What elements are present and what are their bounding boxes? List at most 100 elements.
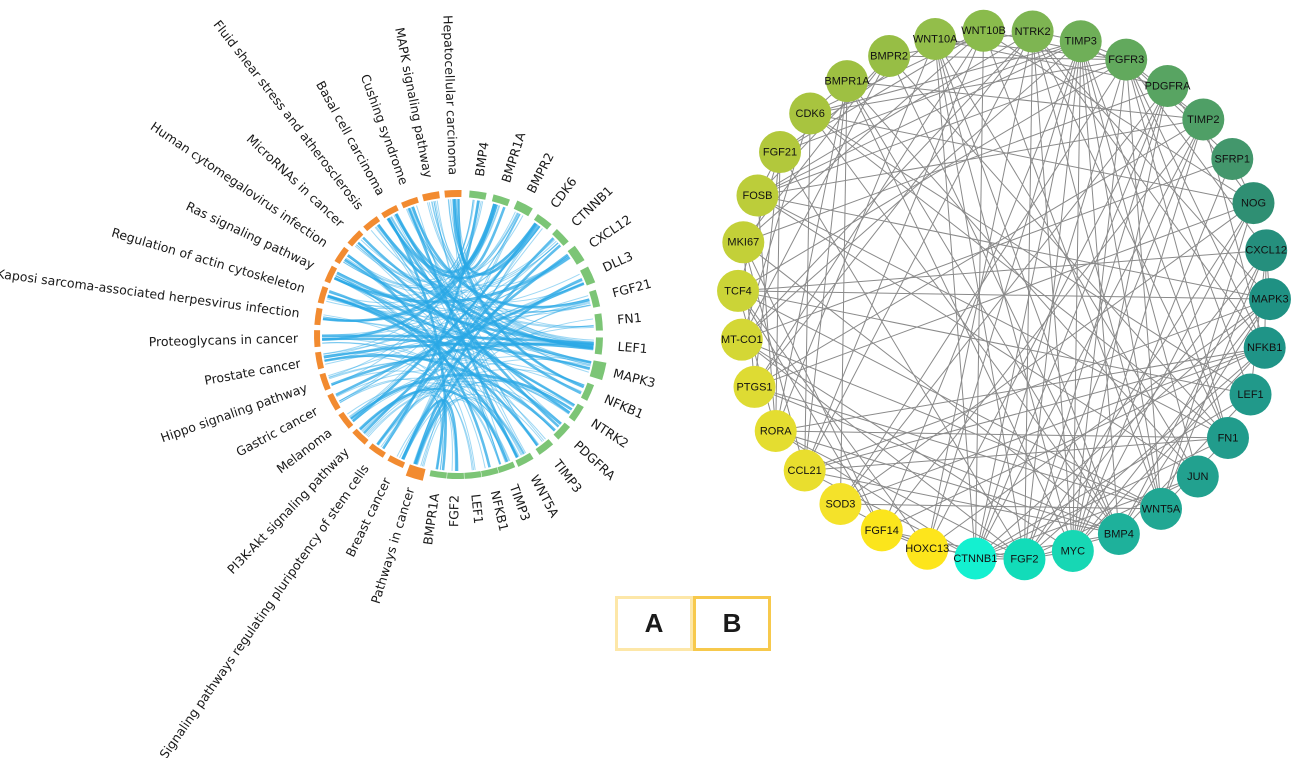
chord-link-77 — [327, 295, 591, 366]
network-node-bmp4: BMP4 — [1097, 513, 1140, 556]
pathway-label-proteoglycans-in-cancer: Proteoglycans in cancer — [149, 331, 300, 350]
node-circle — [860, 509, 903, 552]
chord-link-21 — [407, 207, 519, 459]
network-edge-151 — [757, 40, 1081, 196]
chord-link-120 — [339, 242, 559, 404]
network-edge-47 — [741, 158, 1233, 341]
network-edge-86 — [809, 113, 1120, 535]
network-edge-138 — [754, 30, 984, 388]
network-node-ntrk2: NTRK2 — [1011, 10, 1054, 53]
gene-label-bmp4: BMP4 — [472, 141, 492, 178]
chord-link-144 — [376, 237, 555, 446]
node-circle — [825, 60, 868, 103]
network-edge-128 — [742, 242, 883, 531]
network-edge-99 — [1072, 85, 1169, 552]
node-label: CDK6 — [796, 108, 825, 120]
gene-label-fgf2: FGF2 — [446, 495, 462, 527]
network-edge-61 — [775, 347, 1265, 432]
node-label: SOD3 — [825, 498, 855, 510]
chord-link-135 — [366, 383, 555, 437]
node-label: SFRP1 — [1215, 153, 1250, 165]
chord-link-165 — [413, 213, 521, 464]
network-edge-152 — [757, 119, 1204, 196]
chord-link-161 — [423, 397, 524, 467]
node-circle — [733, 365, 776, 408]
panel-b-label: B — [693, 596, 771, 651]
node-label: FN1 — [1218, 432, 1239, 444]
network-edge-12 — [754, 31, 1034, 388]
network-edge-48 — [1160, 202, 1254, 510]
network-node-nfkb1: NFKB1 — [1243, 326, 1286, 369]
chord-link-118 — [338, 213, 521, 402]
node-label: MT-CO1 — [721, 334, 763, 346]
network-edge-157 — [804, 113, 811, 471]
network-edge-76 — [1160, 250, 1267, 510]
network-node-ptgs1: PTGS1 — [733, 365, 776, 408]
node-circle — [1206, 416, 1249, 459]
network-edge-50 — [810, 112, 1254, 204]
network-edge-116 — [975, 437, 1229, 559]
network-node-sod3: SOD3 — [819, 482, 862, 525]
node-label: FOSB — [742, 190, 772, 202]
pathway-arc-mapk-signaling-pathway — [422, 191, 440, 202]
gene-arc-fgf2 — [446, 472, 465, 479]
network-edge-7 — [1032, 31, 1229, 439]
network-node-ccl21: CCL21 — [783, 449, 826, 492]
network-edge-37 — [926, 85, 1168, 549]
chord-link-148 — [382, 200, 480, 450]
node-circle — [1243, 326, 1286, 369]
pathway-arc-hippo-signaling-pathway — [319, 372, 331, 391]
chord-link-149 — [380, 282, 584, 448]
network-edge-35 — [1125, 59, 1266, 348]
pathway-arc-prostate-cancer — [315, 351, 324, 370]
network-edge-137 — [754, 202, 1254, 388]
network-node-ctnnb1: CTNNB1 — [953, 537, 997, 580]
gene-arc-fgf21 — [589, 289, 601, 308]
pathway-arc-fluid-shear-stress-and-atherosclerosis — [363, 216, 381, 232]
node-circle — [1248, 278, 1291, 321]
node-circle — [722, 221, 765, 264]
network-edge-139 — [754, 386, 1120, 535]
network-edge-85 — [1118, 250, 1267, 535]
network-edge-74 — [737, 290, 1162, 510]
network-edge-105 — [1024, 347, 1266, 560]
network-node-bmpr1a: BMPR1A — [824, 60, 870, 103]
node-label: BMPR2 — [870, 50, 908, 62]
chord-link-119 — [336, 369, 569, 415]
network-edge-150 — [757, 195, 1229, 439]
network-edge-92 — [804, 470, 1119, 535]
network-edge-23 — [1080, 41, 1199, 477]
network-edge-65 — [737, 290, 1251, 396]
gene-arc-nfkb1 — [481, 467, 499, 477]
chord-link-85 — [326, 298, 591, 320]
node-circle — [789, 92, 832, 135]
chord-link-152 — [403, 380, 574, 460]
network-edge-153 — [779, 151, 1025, 560]
network-edge-20 — [779, 40, 1081, 153]
chord-link-139 — [361, 377, 570, 432]
gene-arc-ntrk2 — [568, 403, 584, 422]
chord-link-89 — [322, 203, 496, 322]
chord-arcs — [314, 190, 607, 481]
network-edge-100 — [1072, 347, 1266, 552]
pathway-arc-pathways-in-cancer — [405, 464, 426, 481]
network-edge-133 — [804, 298, 1271, 471]
gene-arc-cxcl12 — [567, 245, 585, 265]
network-edge-136 — [775, 430, 1025, 560]
node-circle — [1211, 137, 1254, 180]
gene-arc-mapk3 — [589, 360, 607, 381]
pathway-arc-signaling-pathways-regulating-pluripotency-of-stem-cells — [368, 443, 386, 458]
network-edge-141 — [741, 55, 890, 340]
chord-link-137 — [362, 381, 561, 433]
pathway-arc-gastric-cancer — [327, 393, 341, 411]
network-node-tcf4: TCF4 — [717, 269, 760, 312]
node-label: NTRK2 — [1015, 26, 1051, 38]
chord-link-166 — [417, 318, 594, 465]
network-node-fgf14: FGF14 — [860, 509, 903, 552]
network-edge-41 — [1080, 40, 1204, 120]
node-circle — [1146, 65, 1189, 108]
node-circle — [962, 9, 1005, 52]
pathway-arc-breast-cancer — [387, 455, 406, 468]
